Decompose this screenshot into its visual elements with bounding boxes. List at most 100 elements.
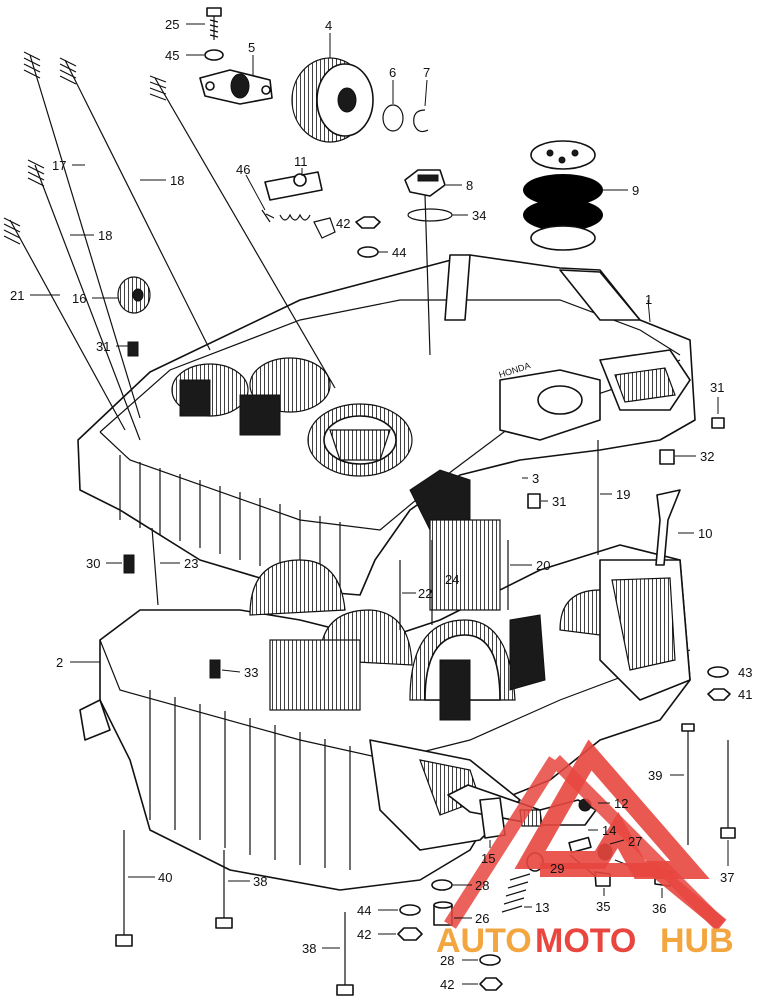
washer-45 [204,49,224,61]
callout-5: 5 [248,40,255,55]
logo-text-hub: HUB [660,922,734,960]
bolt-39 [681,723,695,845]
callout-2: 2 [56,655,63,670]
pin-14 [568,836,592,854]
callout-15: 15 [481,851,495,866]
bolt-37 [720,740,736,839]
oil-filler-cap-8 [404,169,446,356]
callout-37: 37 [720,870,734,885]
callout-4: 4 [325,18,332,33]
dowel-30 [123,554,135,574]
callout-23: 23 [184,556,198,571]
callout-28-b: 28 [440,953,454,968]
upper-crankcase: HONDA [77,254,696,596]
sump-fins [149,690,351,870]
lower-crankcase [79,519,691,891]
washer-28-b [479,954,501,966]
studs-17-18-21 [3,51,336,441]
callout-36: 36 [652,901,666,916]
bolt-40 [115,830,133,947]
oil-pipe-10 [655,489,681,566]
callout-31-c: 31 [552,494,566,509]
nut-42-bottom [479,977,503,991]
washer-44-bottom [399,904,421,916]
logo-text-moto: MOTO [535,922,636,960]
callout-42-c: 42 [440,977,454,992]
bolt-38-bottom [336,912,354,996]
ring-6 [382,104,404,132]
callout-45: 45 [165,48,179,63]
bolt-38-left [215,850,233,929]
nut-42-top [355,216,381,229]
automotohub-logo: AUTO MOTO HUB [436,739,734,960]
stud-23 [151,527,159,606]
callout-3: 3 [532,471,539,486]
shaft-assembly-11 [261,171,336,239]
callout-39: 39 [648,768,662,783]
callout-1: 1 [645,292,652,307]
callout-35: 35 [596,899,610,914]
upper-case-fins [119,455,341,590]
callout-8: 8 [466,178,473,193]
tensioner-roller-4 [291,57,374,143]
callout-11: 11 [294,154,308,169]
spring-drum-9 [523,140,603,251]
bolt-25 [206,7,222,40]
callout-43: 43 [738,665,752,680]
collar-16 [117,276,151,314]
callout-16: 16 [72,291,86,306]
callout-34: 34 [472,208,486,223]
callout-27: 27 [628,834,642,849]
circlip-7 [413,109,429,133]
callout-33: 33 [244,665,258,680]
dowel-33 [209,659,221,679]
dowel-31-mid [527,493,541,509]
logo-text-auto: AUTO [436,922,532,960]
callout-22: 22 [418,586,432,601]
callout-44-top: 44 [392,245,406,260]
callout-21: 21 [10,288,24,303]
callout-20: 20 [536,558,550,573]
washer-28-a [431,879,453,891]
callout-6: 6 [389,65,396,80]
callout-42-b: 42 [357,927,371,942]
dowel-32 [659,449,675,465]
dowel-31-left [127,341,139,357]
callout-18-b: 18 [98,228,112,243]
nut-41 [707,688,731,701]
washer-44-top [357,246,379,258]
callout-30: 30 [86,556,100,571]
callout-38-b: 38 [302,941,316,956]
callout-41: 41 [738,687,752,702]
callout-7: 7 [423,65,430,80]
callout-38-a: 38 [253,874,267,889]
dowel-31-right [711,417,725,429]
callout-13: 13 [535,900,549,915]
callout-42-top: 42 [336,216,350,231]
callout-32: 32 [700,449,714,464]
callout-19: 19 [616,487,630,502]
callout-labels: 25 45 5 4 6 7 11 46 8 9 42 34 44 [10,17,752,992]
callout-29: 29 [550,861,564,876]
callout-18-a: 18 [170,173,184,188]
spring-13 [501,873,531,913]
tensioner-5 [199,69,273,105]
callout-12: 12 [614,796,628,811]
callout-24: 24 [445,572,459,587]
callout-25: 25 [165,17,179,32]
callout-26: 26 [475,911,489,926]
nut-42-mid [397,927,423,941]
callout-10: 10 [698,526,712,541]
callout-44-b: 44 [357,903,371,918]
callout-17: 17 [52,158,66,173]
callout-14: 14 [602,823,616,838]
washer-43 [707,666,729,678]
callout-9: 9 [632,183,639,198]
callout-40: 40 [158,870,172,885]
callout-28-a: 28 [475,878,489,893]
callout-31-a: 31 [96,339,110,354]
callout-31-b: 31 [710,380,724,395]
o-ring-34 [407,208,453,222]
callout-46: 46 [236,162,250,177]
